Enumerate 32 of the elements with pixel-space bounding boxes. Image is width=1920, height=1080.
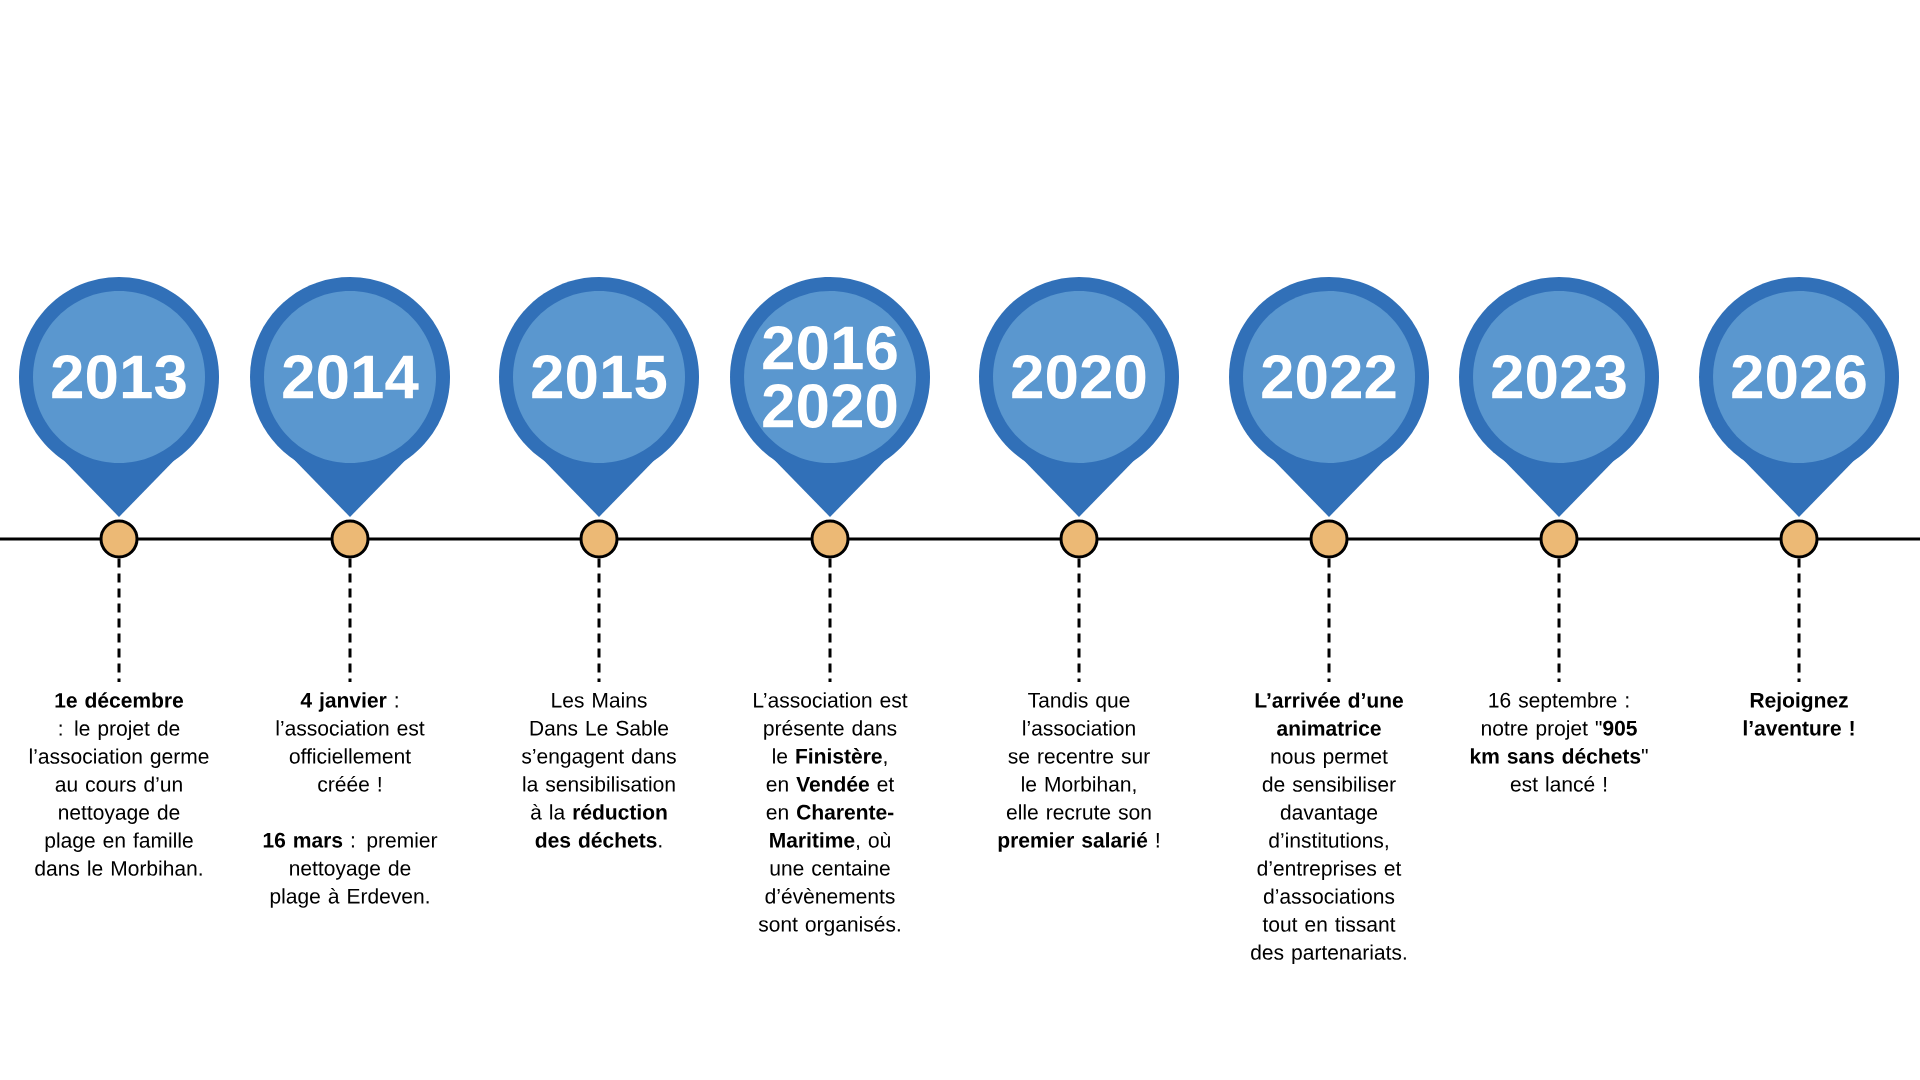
map-pin: 2016 2020 bbox=[730, 277, 930, 517]
event-description: L’arrivée d’une animatrice nous permet de sensibiliser davantage d’institutions, d’entreprises et d’associations tout en tissant des partenariats. bbox=[1251, 692, 1406, 964]
timeline-dot bbox=[810, 519, 850, 559]
event-description: Tandis que l’association se recentre sur le Morbihan, elle recrute son premier salarié ! bbox=[998, 692, 1159, 852]
map-pin: 2013 bbox=[19, 277, 219, 517]
leader-line bbox=[1797, 558, 1801, 682]
leader-line bbox=[348, 558, 352, 682]
timeline-dot bbox=[330, 519, 370, 559]
event-description: 4 janvier : l’association est officiellement créée ! 16 mars : premier nettoyage de plage à Erdeven. bbox=[263, 692, 438, 908]
leader-line bbox=[1077, 558, 1081, 682]
event-description: 16 septembre : notre projet "905 km sans déchets" est lancé ! bbox=[1470, 692, 1648, 792]
map-pin: 2015 bbox=[499, 277, 699, 517]
leader-line bbox=[117, 558, 121, 682]
event-description: Rejoignez l’aventure ! bbox=[1743, 692, 1854, 736]
event-description: 1e décembre : le projet de l’association germe au cours d’un nettoyage de plage en famille dans le Morbihan. bbox=[29, 692, 209, 876]
map-pin: 2022 bbox=[1229, 277, 1429, 517]
timeline-dot bbox=[1309, 519, 1349, 559]
timeline-dot bbox=[579, 519, 619, 559]
leader-line bbox=[1327, 558, 1331, 682]
leader-line bbox=[1557, 558, 1561, 682]
timeline-dot bbox=[1779, 519, 1819, 559]
map-pin: 2020 bbox=[979, 277, 1179, 517]
map-pin: 2026 bbox=[1699, 277, 1899, 517]
event-description: Les Mains Dans Le Sable s’engagent dans la sensibilisation à la réduction des déchets. bbox=[521, 692, 676, 848]
timeline-dot bbox=[99, 519, 139, 559]
timeline-dot bbox=[1539, 519, 1579, 559]
map-pin: 2023 bbox=[1459, 277, 1659, 517]
timeline-dot bbox=[1059, 519, 1099, 559]
map-pin: 2014 bbox=[250, 277, 450, 517]
leader-line bbox=[828, 558, 832, 682]
event-description: L’association est présente dans le Finistère, en Vendée et en Charente-Maritime, où une centaine d’évènements sont organisés. bbox=[754, 692, 908, 936]
leader-line bbox=[597, 558, 601, 682]
